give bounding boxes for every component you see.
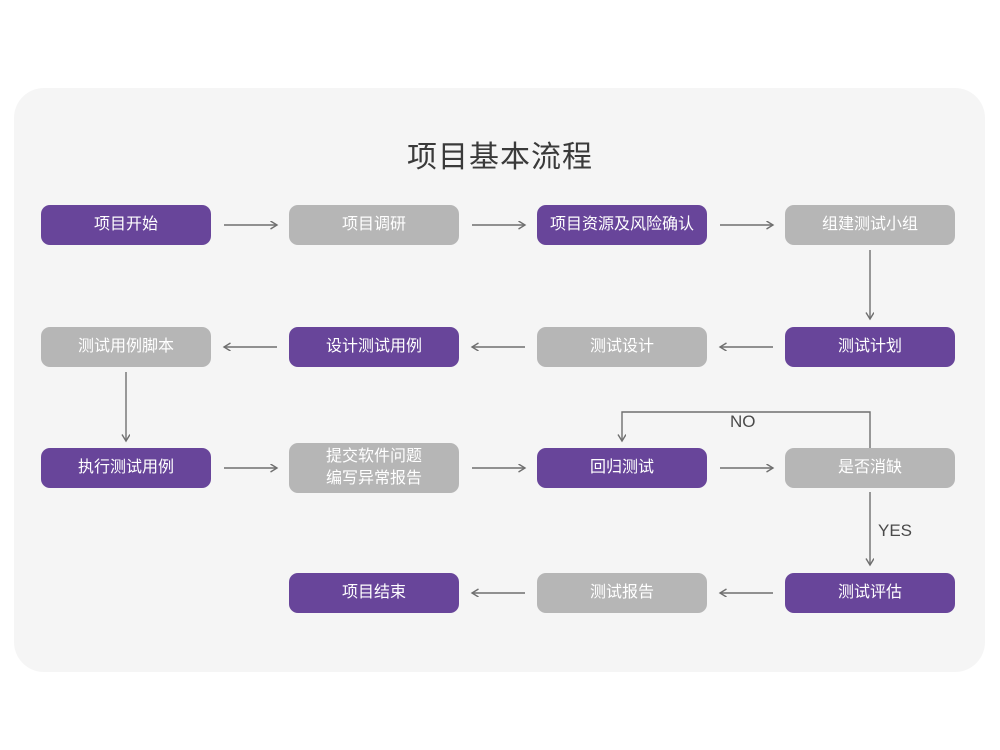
flow-node-label: 设计测试用例 — [325, 338, 422, 355]
flow-node-label: 测试报告 — [589, 584, 654, 601]
flow-node-n15[interactable]: 测试评估 — [785, 573, 955, 613]
flow-node-n5[interactable]: 测试用例脚本 — [41, 327, 211, 367]
flow-node-n3[interactable]: 项目资源及风险确认 — [537, 205, 707, 245]
flow-node-n14[interactable]: 测试报告 — [537, 573, 707, 613]
flow-node-n11[interactable]: 回归测试 — [537, 448, 707, 488]
flow-node-n6[interactable]: 设计测试用例 — [289, 327, 459, 367]
flow-node-n12[interactable]: 是否消缺 — [785, 448, 955, 488]
flow-node-label: 回归测试 — [589, 459, 654, 476]
flow-node-label: 提交软件问题编写异常报告 — [325, 448, 422, 487]
flow-node-label: 测试计划 — [837, 338, 902, 355]
flow-node-label: 项目开始 — [93, 216, 158, 233]
flow-node-label: 测试评估 — [837, 584, 902, 601]
flow-node-n9[interactable]: 执行测试用例 — [41, 448, 211, 488]
flow-node-label: 项目结束 — [341, 584, 406, 601]
flow-node-label: 组建测试小组 — [821, 216, 918, 233]
flow-node-label: 项目资源及风险确认 — [549, 216, 694, 233]
flow-node-n4[interactable]: 组建测试小组 — [785, 205, 955, 245]
flow-node-n1[interactable]: 项目开始 — [41, 205, 211, 245]
edge-label-no: NO — [730, 412, 756, 431]
flow-node-n7[interactable]: 测试设计 — [537, 327, 707, 367]
edge-label-yes: YES — [878, 521, 913, 540]
flow-node-n8[interactable]: 测试计划 — [785, 327, 955, 367]
flow-node-n13[interactable]: 项目结束 — [289, 573, 459, 613]
flow-node-label: 测试用例脚本 — [77, 338, 174, 355]
page-title: 项目基本流程 — [407, 141, 593, 174]
flow-node-n10[interactable]: 提交软件问题编写异常报告 — [289, 443, 459, 493]
flow-node-label: 是否消缺 — [837, 459, 902, 476]
flow-node-label: 测试设计 — [589, 338, 654, 355]
flow-node-n2[interactable]: 项目调研 — [289, 205, 459, 245]
flow-node-label: 项目调研 — [341, 216, 406, 233]
flow-node-label: 执行测试用例 — [77, 459, 174, 476]
